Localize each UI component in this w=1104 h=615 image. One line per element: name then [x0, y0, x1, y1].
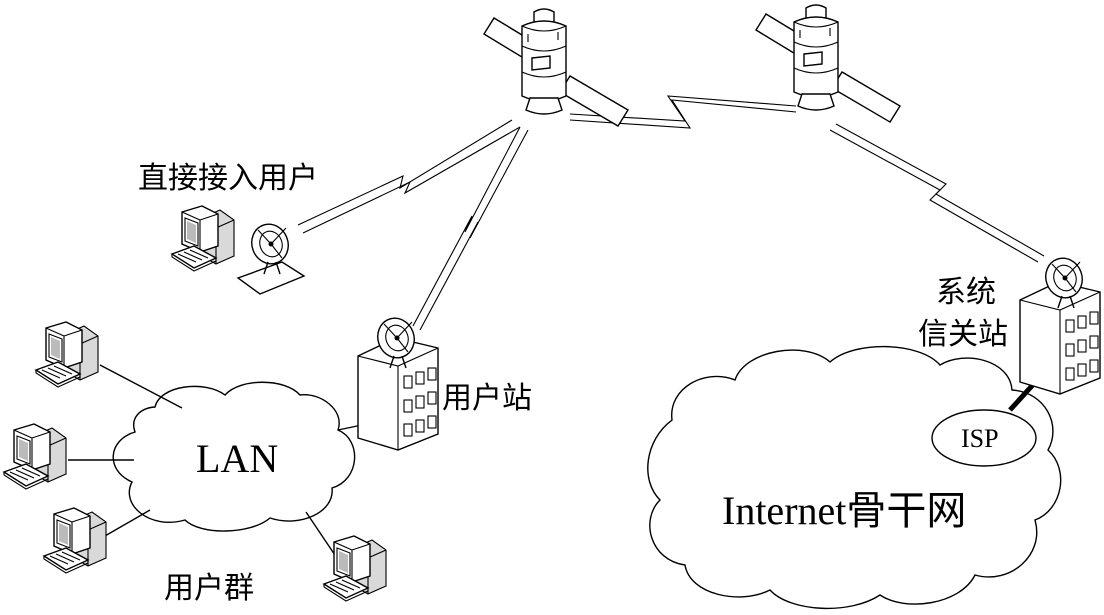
- link-inter-satellite: [569, 99, 797, 129]
- label-lan: LAN: [196, 436, 278, 481]
- computer-icon-lan-4: [323, 535, 387, 602]
- label-gateway-line2: 信关站: [918, 317, 1008, 352]
- label-isp: ISP: [961, 424, 999, 453]
- computer-icon-direct-user: [171, 205, 235, 272]
- building-icon-gateway: [1019, 281, 1101, 395]
- computer-icon-lan-1: [35, 321, 99, 388]
- label-direct-user: 直接接入用户: [138, 161, 318, 196]
- link-gateway: [829, 129, 1039, 263]
- dish-antenna-icon-direct-user: [236, 218, 306, 295]
- label-internet: Internet骨干网: [722, 488, 966, 533]
- computer-icon-lan-3: [43, 507, 107, 574]
- label-user-station: 用户站: [442, 381, 532, 416]
- wireless-links: [297, 95, 1045, 331]
- computer-icon-lan-2: [3, 423, 67, 490]
- satellite-icon-left: [483, 8, 629, 127]
- link-user-station: [419, 129, 529, 331]
- link-direct-user: [302, 126, 521, 234]
- internet-cloud-icon: [647, 345, 1062, 610]
- label-gateway-line1: 系统: [936, 275, 996, 310]
- isp-node: [931, 409, 1037, 467]
- label-user-group: 用户群: [164, 571, 254, 606]
- lan-cloud-icon: [112, 381, 356, 532]
